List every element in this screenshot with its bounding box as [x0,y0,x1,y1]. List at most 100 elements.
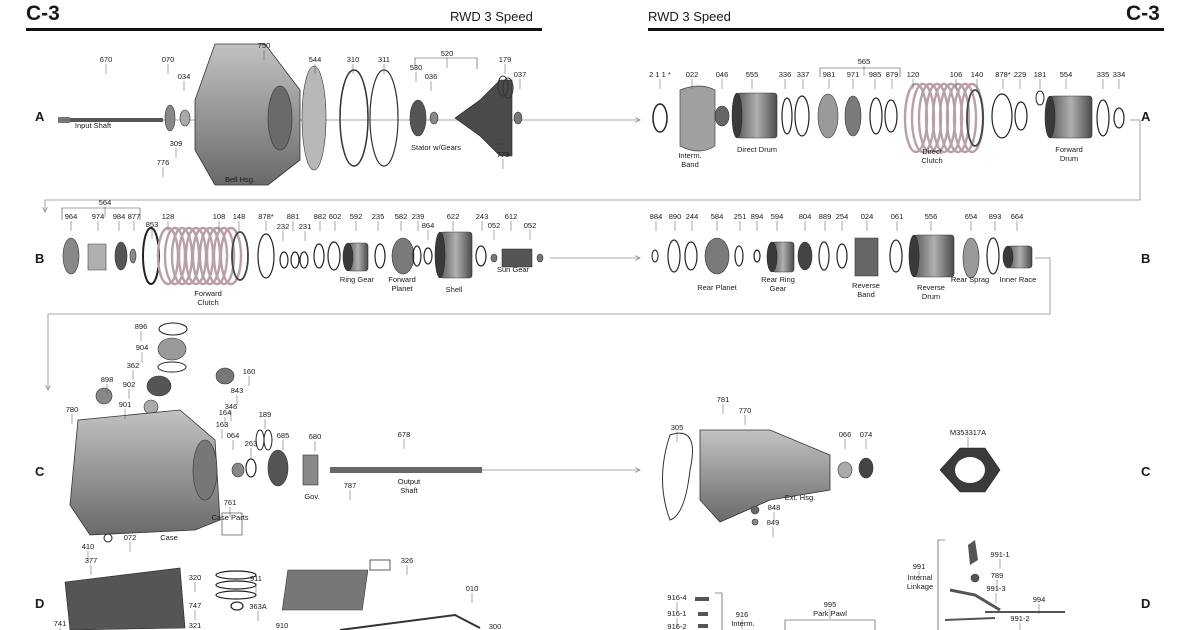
part-052-a [490,253,498,263]
d-num-11: 300 [489,622,502,630]
c-num-8: 346 [225,402,238,411]
b-right-num-4: 251 [734,212,747,221]
b-right-label-13: Rear Sprag [951,275,989,284]
d-num-0: 410 [82,542,95,551]
part-066 [837,461,853,479]
part-263 [245,458,257,478]
a-left-num-3: 309 [170,139,183,148]
part-602 [327,241,341,271]
b-right-label-10-b: Band [857,290,875,299]
b-left-num-19: 864 [422,221,435,230]
a-left-num-13: 037 [514,70,527,79]
b-left-label-7-b: Clutch [197,298,218,307]
b-right-num-12: 556 [925,212,938,221]
d-num-10: 010 [466,584,479,593]
part-305-gasket [662,432,693,521]
part-037 [513,111,523,125]
c-num-27: 849 [767,518,780,527]
part-881 [290,251,300,269]
b-left-num-17: 582 [395,212,408,221]
part-335 [1096,99,1110,137]
b-left-label-20: Shell [446,285,463,294]
rear-ring-gear-face [766,241,778,273]
sun-gear [501,248,533,268]
a-right-label-1-a: Interm. [678,151,701,160]
c-num-20: 072 [124,533,137,542]
b-left-num-8: 148 [233,212,246,221]
forward-drum-face [1044,95,1056,139]
d-num-1: 377 [85,556,98,565]
c-num-6: 160 [243,367,256,376]
rear-sprag [962,237,980,279]
part-879 [884,99,898,133]
b-left-label-7-a: Forward [194,289,222,298]
c-num-26: 848 [768,503,781,512]
ring-gear-face [342,242,354,272]
row-letter-c-right: C [1141,464,1151,479]
part-911-spring [215,570,257,580]
part-789 [970,573,980,583]
part-189b [263,429,273,451]
b-left-num-15: 592 [350,212,363,221]
right-page-code: C-3 [1126,2,1160,25]
a-right-num-7: 981 [823,70,836,79]
part-336 [781,97,793,135]
interm-bracket [715,592,723,630]
part-072 [103,533,113,543]
a-right-label-1-b: Band [681,160,699,169]
shell-face [434,231,446,279]
b-left-num-22: 052 [488,221,501,230]
part-243 [475,245,487,267]
d-num-15: 916 [736,610,749,619]
part-148 [231,231,249,281]
d-num-8: 910 [276,621,289,630]
d-num-21: 994 [1033,595,1046,604]
stator-label: Stator w/Gears [411,143,461,152]
part-991-1 [968,540,978,565]
flow-a-to-b [45,119,1141,212]
flow-b-to-c [48,257,1051,390]
d-num-12: 916-4 [667,593,686,602]
b-left-num-24: 052 [524,221,537,230]
a-right-num-11: 120 [907,70,920,79]
right-page-title: RWD 3 Speed [648,9,731,24]
part-251 [734,245,744,267]
part-878 [991,93,1013,139]
part-254 [836,243,848,269]
a-right-num-16: 181 [1034,70,1047,79]
b-right-num-7: 804 [799,212,812,221]
part-916-4 [695,597,709,601]
transmission-case [69,409,221,536]
b-left-label-15: Ring Gear [340,275,375,284]
b-right-num-5: 894 [751,212,764,221]
forward-clutch-plate [212,226,236,286]
row-letter-d-right: D [1141,596,1151,611]
a-left-num-6: 544 [309,55,322,64]
row-letter-d-left: D [35,596,45,611]
a-right-num-14: 878* [995,70,1011,79]
c-num-5: 901 [119,400,132,409]
c-num-1: 904 [136,343,149,352]
part-849 [751,518,759,526]
b-right-label-3: Rear Planet [697,283,738,292]
input-shaft-spline [58,117,70,123]
b-right-num-1: 890 [669,212,682,221]
part-061 [889,239,903,273]
part-337 [794,95,810,137]
stator-gears [454,79,513,157]
intermediate-band [679,85,716,152]
d-num-6: 911 [250,574,262,583]
b-left-num-9: 878* [258,212,274,221]
a-left-num-4: 776 [157,158,170,167]
d-label-17-a: Internal [907,573,932,582]
b-right-num-14: 893 [989,212,1002,221]
row-letter-b-left: B [35,251,45,266]
right-header-rule [648,28,1164,31]
b-right-num-6: 594 [771,212,784,221]
a-right-num-1: 022 [686,70,699,79]
bell-housing [194,43,301,186]
c-num-4: 902 [123,380,136,389]
d-num-22: 991-2 [1010,614,1029,623]
part-179-b [502,77,514,99]
